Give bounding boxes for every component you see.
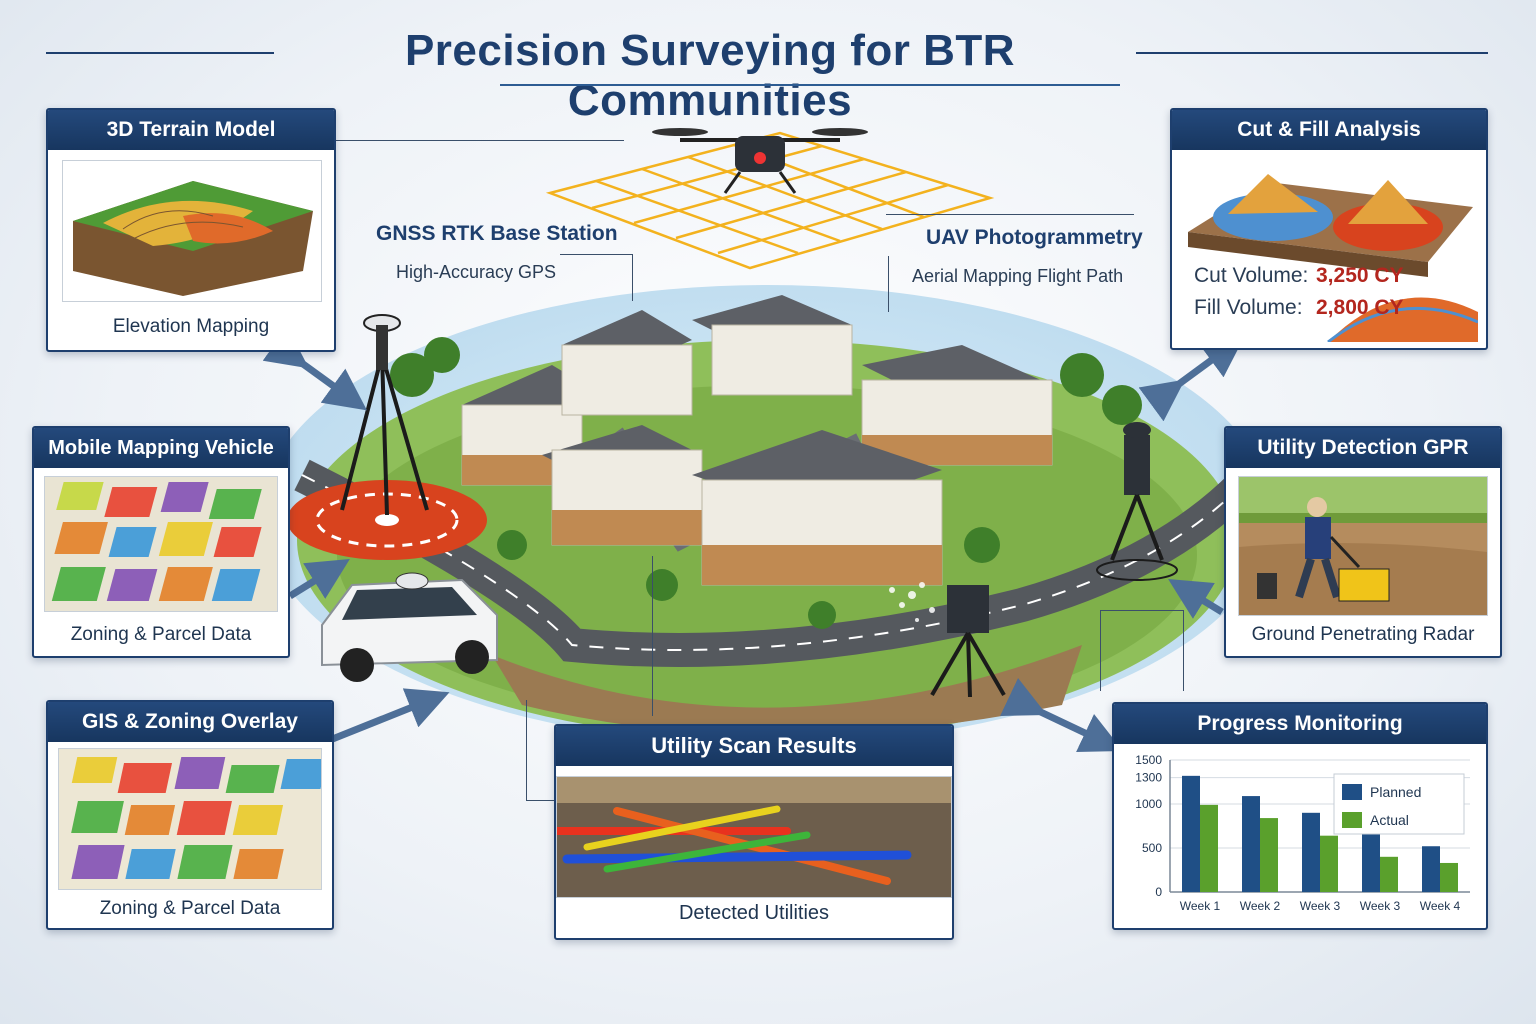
uav-drone-grid (545, 128, 995, 270)
apartment-buildings (461, 295, 1053, 586)
card-utility-scan: Utility Scan Results Detected Utilities (554, 724, 954, 940)
title-bar: Precision Surveying for BTR Communities (0, 22, 1536, 125)
leader-utility-left (526, 700, 557, 801)
y-tick-label: 0 (1155, 885, 1162, 899)
point-cloud (889, 582, 935, 622)
bar-planned (1362, 832, 1380, 892)
card-cut-fill: Cut & Fill Analysis Cut Volume: 3,250 CY… (1170, 108, 1488, 350)
bar-planned (1422, 846, 1440, 892)
card-gis-overlay: GIS & Zoning Overlay Zoning & Parcel Dat… (46, 700, 334, 930)
leader-gnss (560, 254, 633, 301)
trees (390, 337, 1142, 629)
legend-swatch (1342, 812, 1362, 828)
leader-uav-top (886, 214, 1134, 215)
card-gis-caption: Zoning & Parcel Data (99, 898, 281, 919)
gpr-photo (1238, 476, 1488, 616)
arrow-terrain (262, 326, 368, 411)
bar-planned (1302, 812, 1320, 892)
bar-actual (1380, 856, 1398, 892)
y-tick-label: 1500 (1135, 753, 1162, 767)
excavation-dirt (492, 645, 1082, 735)
leader-uav (888, 256, 889, 312)
blue-utility-line (562, 850, 912, 864)
x-tick-label: Week 4 (1420, 899, 1461, 913)
x-tick-label: Week 3 (1360, 899, 1401, 913)
x-tick-label: Week 3 (1300, 899, 1341, 913)
bar-actual (1200, 804, 1218, 892)
x-tick-label: Week 1 (1180, 899, 1221, 913)
arrow-mobile (288, 558, 350, 599)
bar-planned (1182, 775, 1200, 892)
card-gpr-title: Utility Detection GPR (1226, 428, 1500, 468)
mobile-mapping-car (321, 572, 498, 682)
community-illustration (287, 295, 1255, 740)
legend-swatch (1342, 784, 1362, 800)
zoning-map-image (58, 748, 322, 890)
title-rule-right (1136, 52, 1488, 54)
x-tick-label: Week 2 (1240, 899, 1281, 913)
card-mobile-title: Mobile Mapping Vehicle (34, 428, 288, 468)
arrow-gpr (1168, 579, 1224, 619)
utility-scan-image (556, 776, 952, 898)
card-gpr-caption: Ground Penetrating Radar (1251, 624, 1475, 645)
bar-actual (1260, 818, 1278, 892)
laser-scanner-left (930, 585, 1006, 698)
fill-volume-label: Fill Volume: (1194, 296, 1303, 319)
leader-terrain (334, 140, 624, 141)
cut-volume-value: 3,250 CY (1316, 264, 1404, 287)
y-tick-label: 1300 (1135, 771, 1162, 785)
page-title: Precision Surveying for BTR Communities (404, 26, 1016, 125)
y-tick-label: 1000 (1135, 797, 1162, 811)
uav-label: UAV Photogrammetry (926, 226, 1143, 249)
card-cutfill-title: Cut & Fill Analysis (1172, 110, 1486, 150)
gnss-tripod (340, 354, 429, 516)
legend-label: Planned (1370, 784, 1421, 800)
card-terrain-title: 3D Terrain Model (48, 110, 334, 150)
yellow-utility-line (583, 805, 781, 851)
terrain-model-image (62, 160, 322, 302)
green-utility-line (603, 831, 811, 873)
card-terrain-model: 3D Terrain Model Elevation Mapping (46, 108, 336, 352)
y-tick-label: 500 (1142, 841, 1162, 855)
drone-icon (652, 128, 868, 194)
bar-actual (1440, 862, 1458, 892)
cut-volume-label: Cut Volume: (1194, 264, 1309, 287)
legend-label: Actual (1370, 812, 1409, 828)
fill-volume-value: 2,800 CY (1316, 296, 1404, 319)
bar-actual (1320, 835, 1338, 892)
cut-fill-illustration (1188, 174, 1478, 342)
gnss-sublabel: High-Accuracy GPS (396, 262, 557, 282)
gnss-label: GNSS RTK Base Station (376, 222, 618, 245)
arrow-gis (328, 688, 450, 744)
card-utility-caption: Detected Utilities (678, 902, 830, 924)
card-mobile-caption: Zoning & Parcel Data (70, 624, 252, 645)
laser-scanner-right (1096, 422, 1178, 581)
leader-progress (1100, 610, 1184, 691)
card-gpr: Utility Detection GPR Ground Penetrating… (1224, 426, 1502, 658)
parcel-map-image (44, 476, 278, 612)
bar-planned (1242, 796, 1260, 892)
card-terrain-caption: Elevation Mapping (112, 316, 270, 337)
uav-sublabel: Aerial Mapping Flight Path (912, 266, 1124, 286)
card-gis-title: GIS & Zoning Overlay (48, 702, 332, 742)
title-underline (500, 84, 1120, 86)
card-progress-title: Progress Monitoring (1114, 704, 1486, 744)
leader-utility-center (652, 556, 653, 716)
arrow-progress (1000, 678, 1123, 752)
card-utility-title: Utility Scan Results (556, 726, 952, 766)
arrow-cutfill (1138, 335, 1245, 422)
card-mobile-mapping: Mobile Mapping Vehicle Zoning & Parcel D… (32, 426, 290, 658)
flight-path-grid (545, 131, 995, 270)
title-rule-left (46, 52, 274, 54)
